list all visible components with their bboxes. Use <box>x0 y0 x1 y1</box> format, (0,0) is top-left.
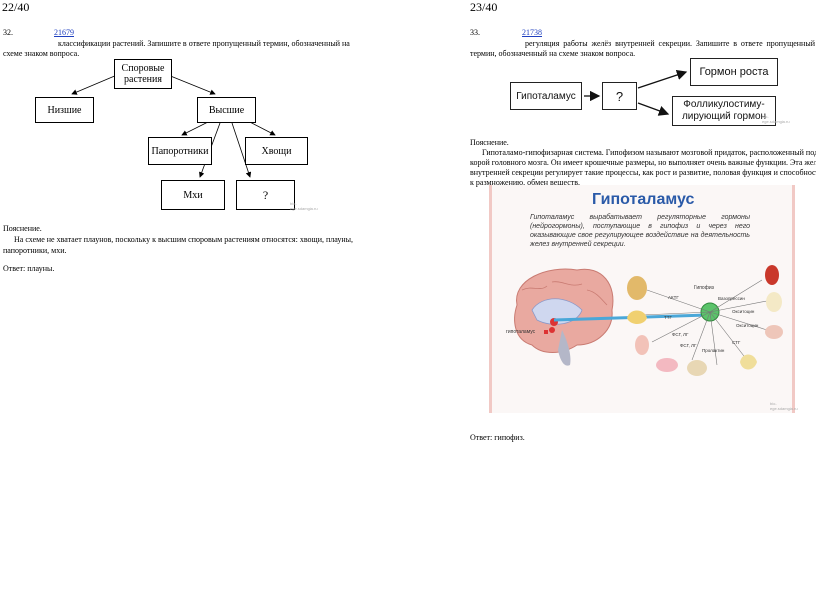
hormone-label: Окситоцин <box>732 309 755 314</box>
hypothalamus-label: гипоталамус <box>506 329 536 335</box>
left-question-text-line1: классификации растений. Запишите в ответ… <box>58 39 350 48</box>
node-fsh: Фолликулостиму-лирующий гормон <box>672 96 776 126</box>
hormone-label: Пролактин <box>702 348 725 353</box>
plant-classification-diagram: Споровые растения Низшие Высшие Папоротн… <box>0 55 320 215</box>
figure-title: Гипоталамус <box>592 191 695 208</box>
left-page-number: 22/40 <box>2 0 30 14</box>
diagram-arrows <box>71 74 276 178</box>
right-question-link[interactable]: 21738 <box>522 28 542 37</box>
hormone-label: ФСГ, ЛГ <box>672 332 689 337</box>
node-growth-hormone: Гормон роста <box>690 58 778 86</box>
node-higher-plants: Высшие <box>197 97 256 123</box>
left-explanation-line1: На схеме не хватает плаунов, поскольку к… <box>14 235 354 244</box>
right-question-text-line2: термин, обозначенный на схеме знаком воп… <box>470 49 636 58</box>
figure-illustration <box>514 265 783 376</box>
figure-watermark: bio-ege.sdamgia.ru <box>770 401 798 411</box>
hormone-regulation-diagram: Гипоталамус ? Гормон роста Фолликулостим… <box>500 56 790 128</box>
right-explanation-line4: к размножению, обмен веществ. <box>470 178 581 187</box>
left-answer: Ответ: плауны. <box>3 264 55 273</box>
node-unknown-right: ? <box>602 82 637 110</box>
brain-icon <box>514 268 614 366</box>
left-question-number: 32. <box>3 28 13 37</box>
node-mosses: Мхи <box>161 180 225 210</box>
node-hypothalamus: Гипоталамус <box>510 82 582 110</box>
node-spore-plants: Споровые растения <box>114 59 172 89</box>
left-explanation-title: Пояснение. <box>3 224 42 233</box>
figure-description: Гипоталамус вырабатывает регуляторные го… <box>530 214 750 248</box>
right-question-text-line1: регуляция работы желёз внутренней секрец… <box>525 39 815 48</box>
right-answer: Ответ: гипофиз. <box>470 433 525 442</box>
pituitary-label: Гипофиз <box>694 285 714 291</box>
node-ferns: Папоротники <box>148 137 212 165</box>
diagram-watermark-right: bio-ege.sdamgia.ru <box>762 114 790 124</box>
left-question-text-line2: схеме знаком вопроса. <box>3 49 80 58</box>
diagram-watermark: bio-ege.sdamgia.ru <box>290 201 318 211</box>
hypothalamus-figure: Гипоталамус Гипоталамус вырабатывает рег… <box>489 185 798 413</box>
right-question-number: 33. <box>470 28 480 37</box>
diagram-arrows-right <box>584 69 688 116</box>
hormone-label: ТТГ <box>664 315 672 320</box>
left-explanation-line2: папоротники, мхи. <box>3 246 67 255</box>
left-question-link[interactable]: 21679 <box>54 28 74 37</box>
node-unknown: ? <box>236 180 295 210</box>
hormone-label: АКТГ <box>668 295 679 300</box>
node-horsetails: Хвощи <box>245 137 308 165</box>
right-page-number: 23/40 <box>470 0 498 14</box>
right-explanation-line1: Гипоталамо-гипофизарная система. Гипофиз… <box>482 148 816 157</box>
node-lower-plants: Низшие <box>35 97 94 123</box>
hormone-label: СТГ <box>732 340 741 345</box>
right-explanation-title: Пояснение. <box>470 138 509 147</box>
right-explanation-line2: корой головного мозга. Он имеет крошечны… <box>470 158 816 167</box>
hormone-label: ФСГ, ЛГ <box>680 343 697 348</box>
right-explanation-line3: внутренней секреции регулирует такие про… <box>470 168 816 177</box>
hormone-label: Окситоцин <box>736 323 759 328</box>
hormone-label: Вазопрессин <box>718 296 745 301</box>
